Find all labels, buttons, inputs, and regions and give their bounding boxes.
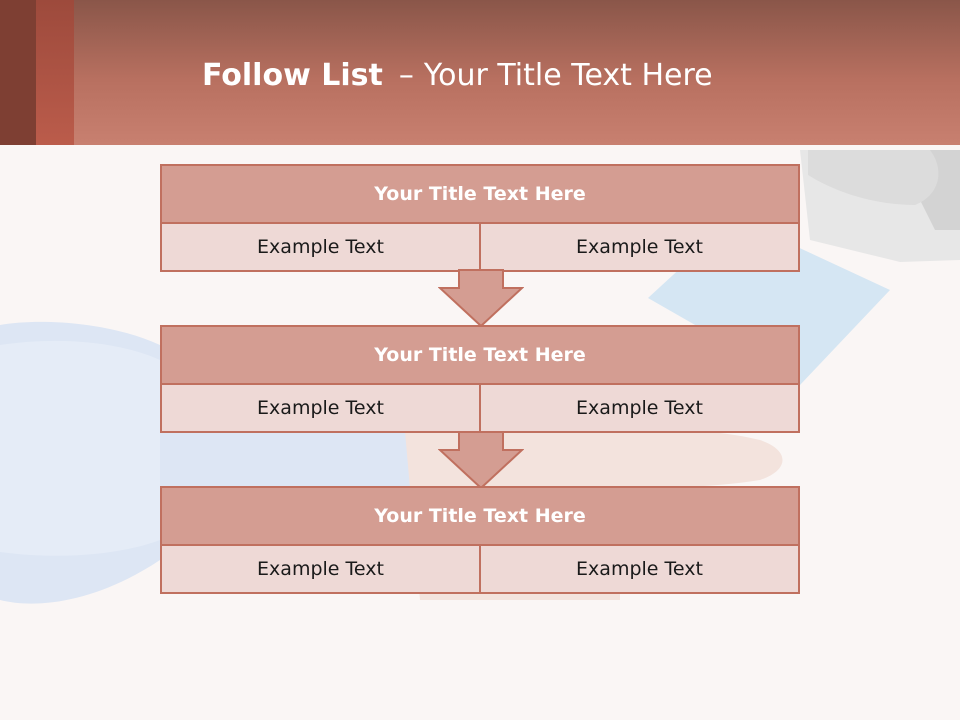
header-banner: Follow List–Your Title Text Here — [0, 0, 960, 145]
flow-box-cell-right: Example Text — [479, 224, 798, 270]
flow-box-title: Your Title Text Here — [162, 166, 798, 224]
flow-box-title: Your Title Text Here — [162, 327, 798, 385]
flow-box-cell-left: Example Text — [162, 224, 479, 270]
down-arrow-icon — [438, 431, 524, 490]
flow-box-3: Your Title Text Here Example Text Exampl… — [160, 486, 800, 594]
slide-title-rest: Your Title Text Here — [423, 58, 713, 93]
flow-box-cell-left: Example Text — [162, 385, 479, 431]
header-decor-strip — [0, 0, 36, 145]
sleeve-fold — [0, 340, 160, 556]
slide-title-dash: – — [398, 58, 414, 93]
flow-box-cells: Example Text Example Text — [162, 385, 798, 431]
slide-title-bold: Follow List — [202, 58, 383, 93]
header-decor-strip-accent — [36, 0, 74, 145]
slide-title: Follow List–Your Title Text Here — [202, 54, 713, 98]
microphone-grille — [808, 150, 939, 205]
flow-box-2: Your Title Text Here Example Text Exampl… — [160, 325, 800, 433]
flow-box-1: Your Title Text Here Example Text Exampl… — [160, 164, 800, 272]
flow-box-cell-right: Example Text — [479, 546, 798, 592]
flow-box-cell-left: Example Text — [162, 546, 479, 592]
flow-box-cells: Example Text Example Text — [162, 546, 798, 592]
flow-box-cells: Example Text Example Text — [162, 224, 798, 270]
flow-box-cell-right: Example Text — [479, 385, 798, 431]
down-arrow-icon — [438, 269, 524, 328]
flow-box-title: Your Title Text Here — [162, 488, 798, 546]
